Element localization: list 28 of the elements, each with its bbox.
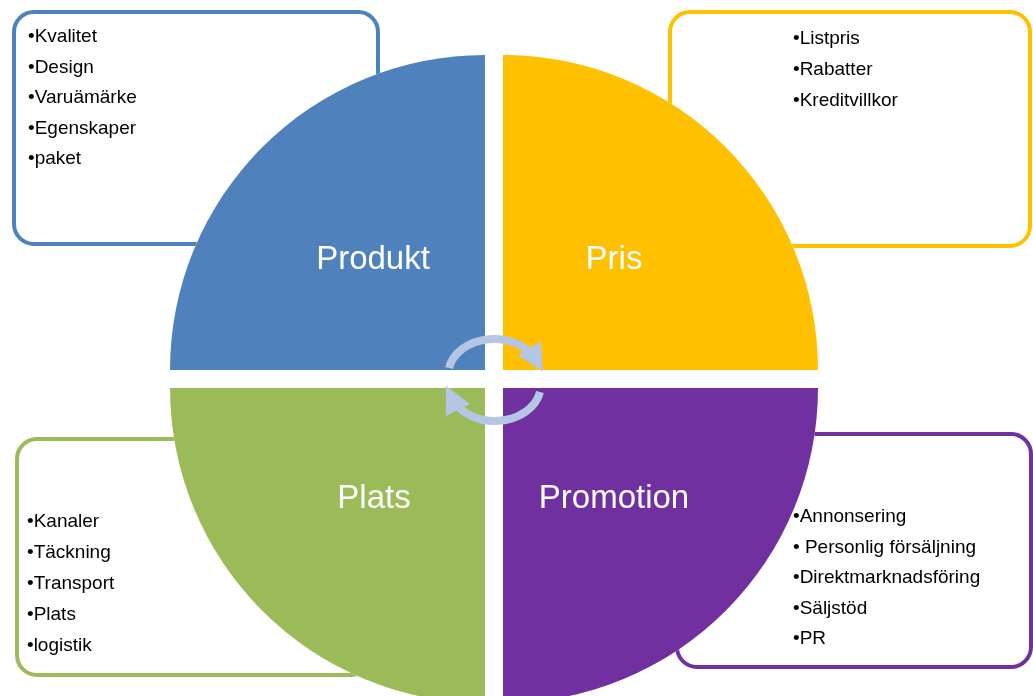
- bullet-item: •Varuämärke: [28, 86, 137, 108]
- cycle-arrow: [445, 386, 544, 425]
- bullet-item: •Direktmarknadsföring: [793, 566, 981, 588]
- quadrant-sector: [170, 388, 485, 696]
- list-box: [668, 10, 1032, 248]
- quadrant-label: Produkt: [316, 239, 430, 277]
- bullet-item: •Plats: [27, 603, 76, 625]
- quadrant-label: Pris: [585, 239, 643, 277]
- bullet-item: •Kanaler: [27, 510, 100, 532]
- bullet-item: •Egenskaper: [28, 116, 137, 139]
- quadrant-label: Plats: [337, 478, 411, 516]
- quadrant-label: Promotion: [538, 478, 690, 516]
- bullet-item: • Personlig försäljning: [793, 535, 977, 558]
- list-box: [12, 10, 380, 246]
- bullet-item: •PR: [793, 627, 827, 649]
- bullet-item: •Säljstöd: [793, 596, 868, 619]
- bullet-item: •Rabatter: [793, 58, 873, 80]
- bullet-item: •Annonsering: [793, 505, 907, 527]
- cycle-arrow: [445, 335, 544, 372]
- bullet-item: •logistik: [27, 634, 92, 656]
- bullet-item: •Design: [28, 55, 94, 78]
- bullet-item: •Listpris: [793, 27, 860, 49]
- bullet-item: •Kvalitet: [28, 25, 97, 47]
- bullet-item: •Kreditvillkor: [793, 89, 898, 111]
- quadrant-sector: [170, 55, 485, 370]
- bullet-item: •Transport: [27, 572, 115, 594]
- bullet-item: •Täckning: [27, 541, 111, 563]
- bullet-item: •paket: [28, 147, 82, 169]
